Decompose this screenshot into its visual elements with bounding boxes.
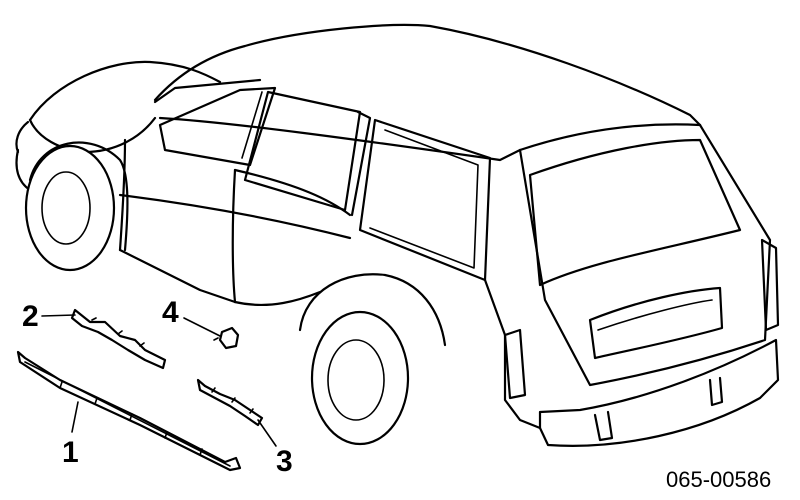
license-plate-recess xyxy=(588,286,724,360)
rear-door-window xyxy=(243,90,362,212)
front-tire xyxy=(24,144,116,272)
rear-tire xyxy=(310,310,410,446)
part-2-bracket xyxy=(70,308,167,370)
leader-line-3 xyxy=(257,419,277,447)
a-pillar xyxy=(153,78,262,104)
hood-front xyxy=(28,116,157,154)
bumper-step xyxy=(593,376,724,442)
body-side-lower xyxy=(118,248,237,304)
tail-light-right xyxy=(760,238,780,332)
front-window-inner xyxy=(241,91,263,159)
rear-door-lower xyxy=(233,290,322,306)
front-door-window xyxy=(158,86,277,167)
callout-4: 4 xyxy=(162,296,179,329)
quarter-window-inner xyxy=(369,129,479,269)
leader-line-2 xyxy=(41,314,76,317)
front-hubcap xyxy=(41,171,91,245)
front-door xyxy=(118,138,237,304)
hood-outline xyxy=(28,60,222,122)
roof-rear-edge xyxy=(518,123,702,152)
rear-body-side xyxy=(483,278,542,430)
front-bumper xyxy=(15,148,32,192)
vehicle-illustration xyxy=(15,23,780,447)
part-3-bracket xyxy=(196,378,264,427)
roof-outline xyxy=(153,23,702,127)
rear-glass xyxy=(528,138,742,287)
front-wheel-arch xyxy=(28,141,129,252)
callout-2: 2 xyxy=(22,300,39,333)
rear-hubcap xyxy=(327,339,385,421)
tailgate-outline xyxy=(518,123,772,387)
rear-door-pillar xyxy=(350,110,372,217)
leader-line-1 xyxy=(71,401,79,433)
leader-line-4 xyxy=(183,317,221,337)
tail-light-left xyxy=(503,328,527,400)
front-fender-top xyxy=(15,120,30,154)
rear-door-lines xyxy=(118,168,352,240)
part-4-clip xyxy=(213,326,240,350)
callout-3: 3 xyxy=(276,445,293,478)
license-plate-inner xyxy=(597,299,713,331)
rear-wheel-arch xyxy=(298,273,447,347)
callout-1: 1 xyxy=(62,436,79,469)
document-number: 065-00586 xyxy=(666,467,771,492)
rear-bumper xyxy=(538,338,780,447)
part-1-rocker-molding xyxy=(16,350,242,472)
roof-side-rail xyxy=(158,116,522,162)
